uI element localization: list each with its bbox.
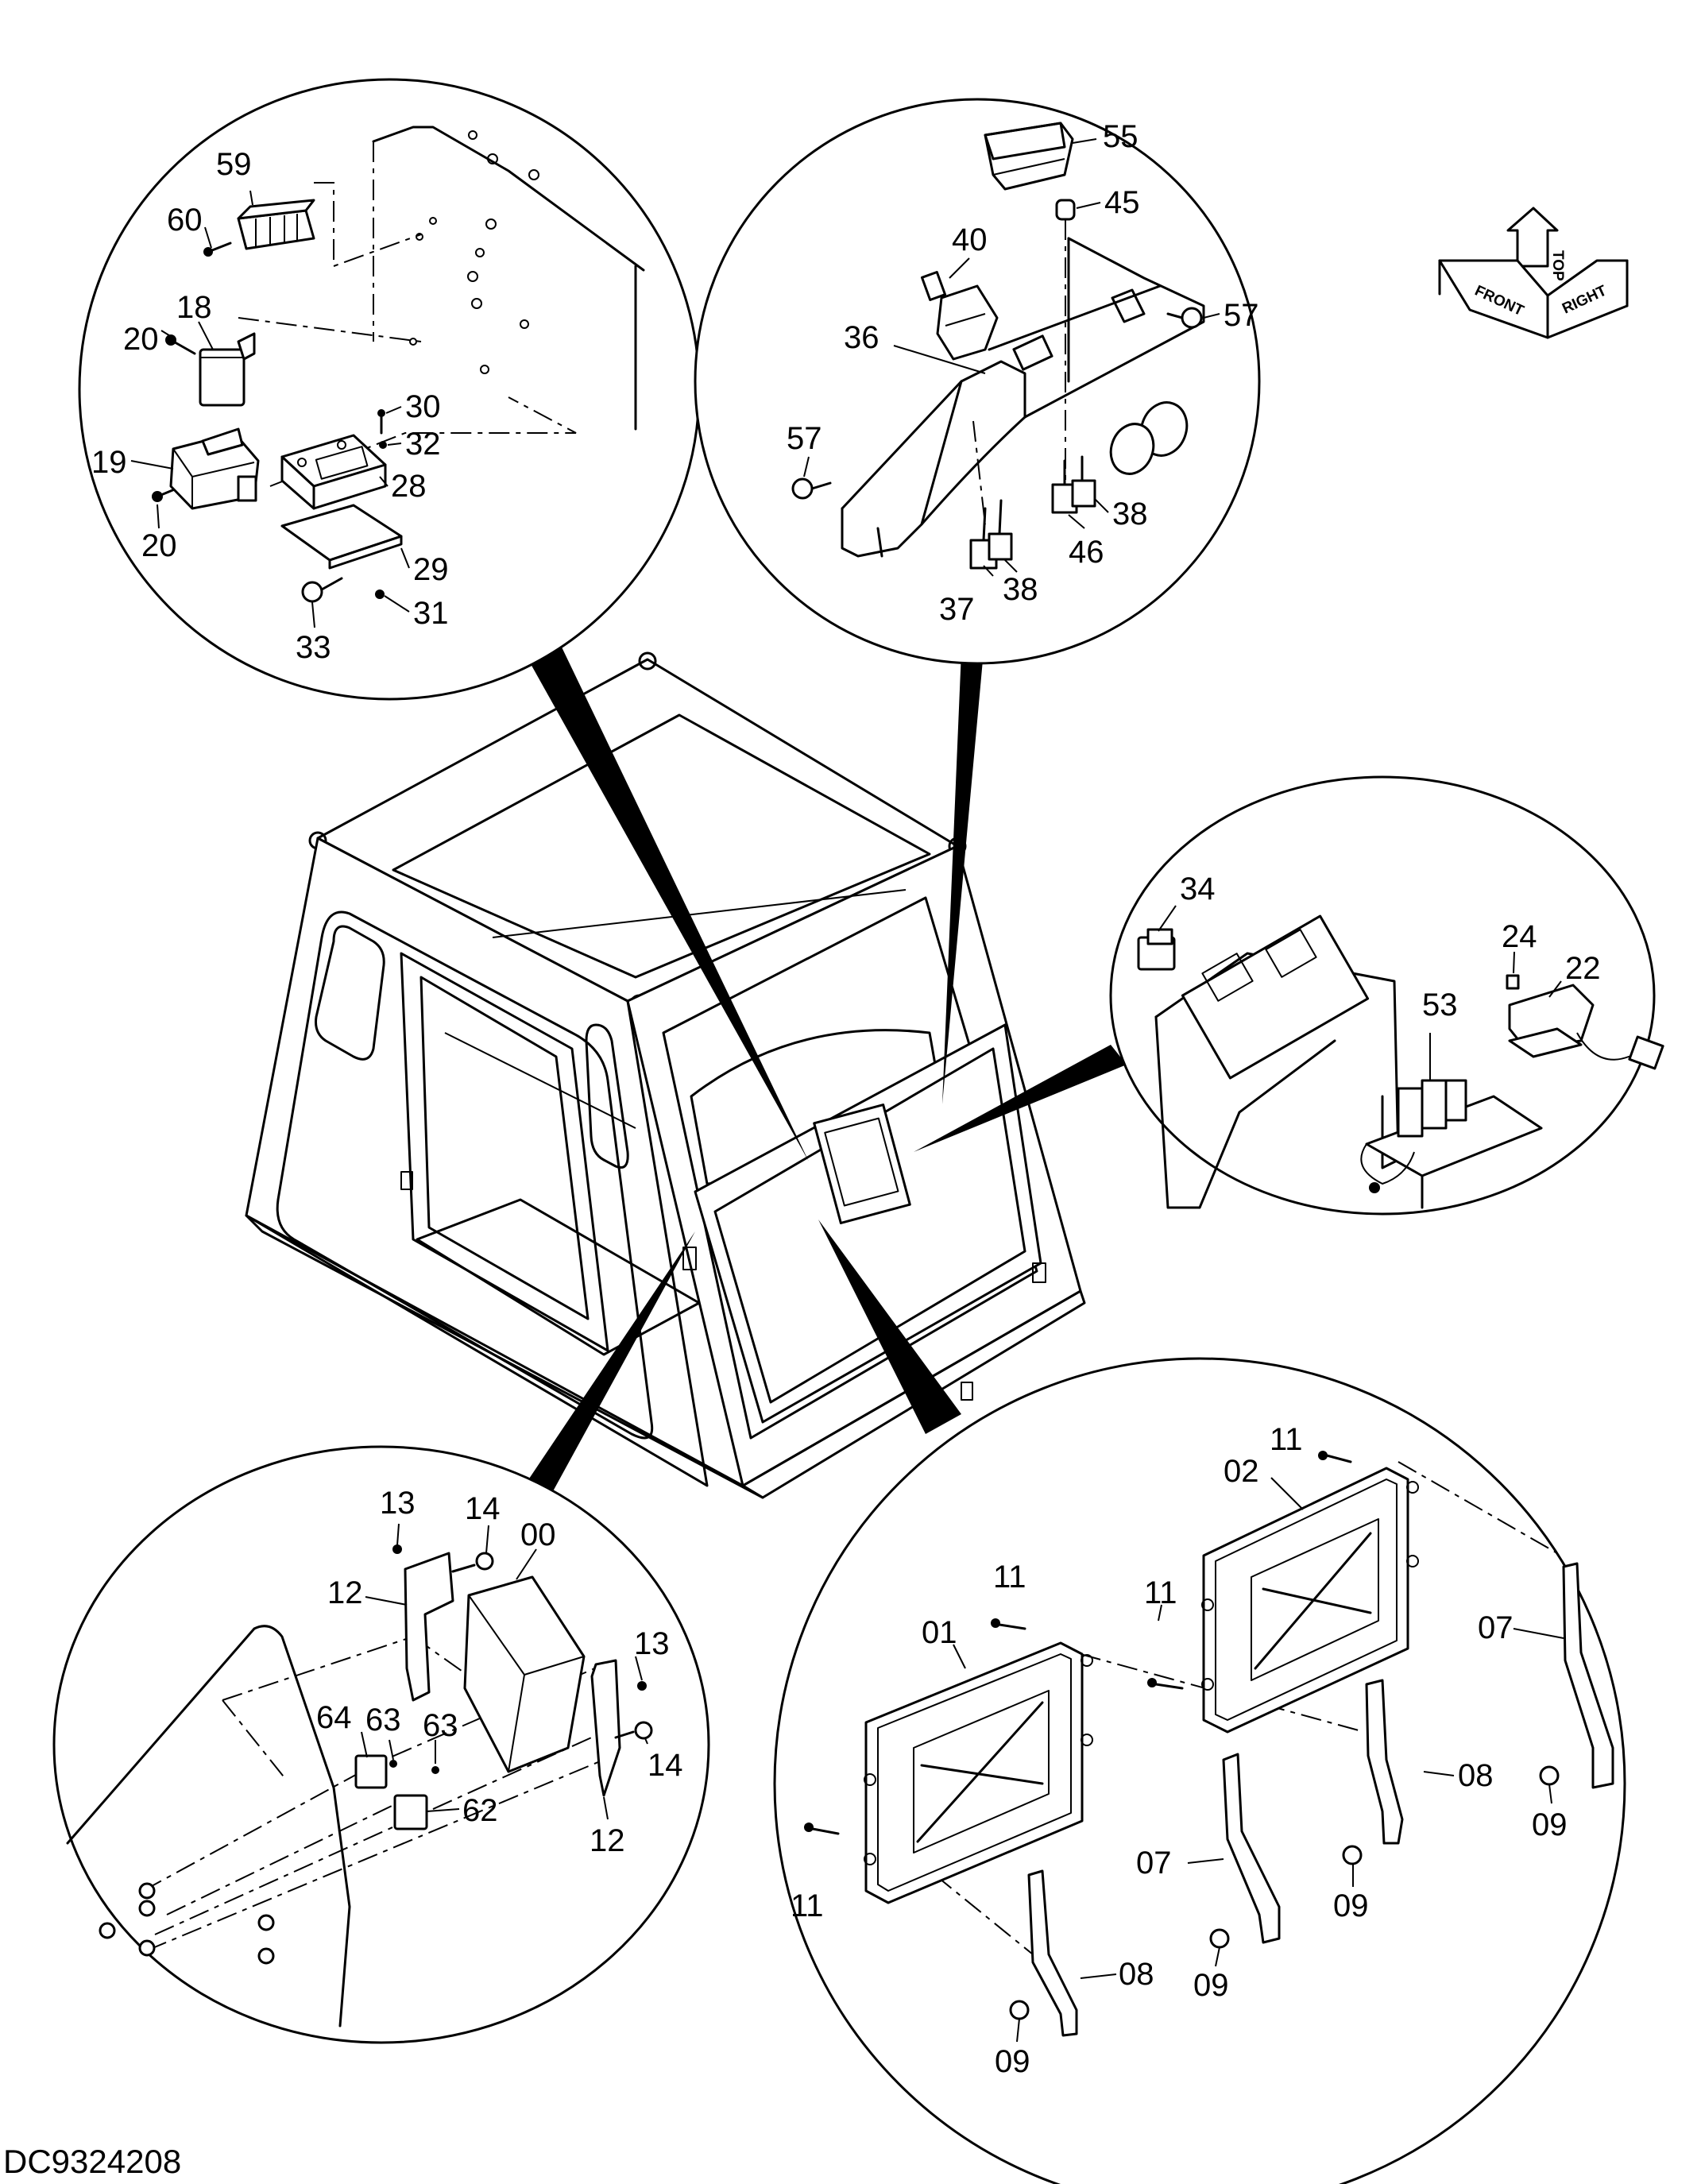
label-34: 34	[1180, 872, 1216, 906]
label-13a: 13	[380, 1486, 416, 1521]
label-63b: 63	[423, 1708, 458, 1743]
label-59: 59	[216, 147, 252, 182]
label-00: 00	[520, 1517, 556, 1552]
label-14b: 14	[648, 1748, 683, 1783]
label-20b: 20	[141, 528, 177, 563]
detail-circle-1	[78, 78, 701, 701]
fuse-box-28	[280, 434, 387, 510]
label-28: 28	[391, 469, 427, 504]
label-24: 24	[1502, 919, 1537, 954]
switch-cover-55	[984, 122, 1074, 191]
label-08a: 08	[1458, 1758, 1494, 1793]
label-11a: 11	[1270, 1422, 1303, 1457]
label-12b: 12	[590, 1823, 625, 1858]
label-53: 53	[1422, 988, 1458, 1022]
ecu-02	[1201, 1467, 1419, 1734]
label-29: 29	[413, 552, 449, 587]
detail-ellipse-4	[52, 1445, 710, 2044]
label-18: 18	[176, 290, 212, 325]
cab-body	[245, 651, 1086, 1499]
relay-19	[169, 427, 260, 510]
label-32: 32	[405, 427, 441, 462]
label-11c: 11	[993, 1560, 1026, 1595]
label-02: 02	[1224, 1454, 1259, 1489]
callout-pointers	[515, 636, 1127, 1500]
label-38a: 38	[1112, 497, 1148, 532]
label-45: 45	[1104, 185, 1140, 220]
label-46: 46	[1069, 535, 1104, 570]
label-11d: 11	[791, 1888, 824, 1923]
label-38b: 38	[1003, 572, 1038, 607]
detail-ellipse-3	[1109, 775, 1664, 1216]
direction-top: TOP	[1549, 250, 1566, 281]
label-37: 37	[939, 592, 975, 627]
label-01: 01	[922, 1615, 957, 1650]
label-40: 40	[952, 222, 988, 257]
label-09c: 09	[1193, 1968, 1229, 2003]
label-12a: 12	[327, 1575, 363, 1610]
label-30: 30	[405, 389, 441, 424]
label-22: 22	[1565, 951, 1601, 986]
label-11b: 11	[1144, 1575, 1177, 1610]
callout-labels: 59 60 18 20 30 32 28 19 20 29 31 33 55 4…	[91, 119, 1601, 2079]
label-62: 62	[462, 1793, 498, 1828]
label-09a: 09	[1532, 1807, 1568, 1842]
label-08b: 08	[1119, 1957, 1154, 1992]
label-64: 64	[316, 1700, 352, 1735]
label-13b: 13	[634, 1626, 670, 1661]
terminal-block-59	[237, 199, 315, 250]
relay-18	[199, 332, 256, 407]
label-57a: 57	[787, 421, 822, 456]
orientation-indicator: TOP FRONT RIGHT	[1438, 207, 1629, 339]
label-33: 33	[296, 630, 331, 665]
drawing-code: DC9324208	[3, 2143, 181, 2180]
label-09d: 09	[995, 2044, 1030, 2079]
key-switch-40	[920, 270, 999, 361]
label-19: 19	[91, 445, 127, 480]
label-63a: 63	[365, 1703, 401, 1738]
label-36: 36	[844, 320, 879, 355]
detail-circle-5	[773, 1357, 1626, 2184]
detail-circle-2	[694, 98, 1261, 665]
label-60: 60	[167, 203, 203, 238]
label-55: 55	[1103, 119, 1139, 154]
label-14a: 14	[465, 1491, 501, 1526]
label-57b: 57	[1224, 298, 1259, 333]
label-07b: 07	[1136, 1846, 1172, 1881]
ecu-01	[864, 1641, 1093, 1904]
label-07a: 07	[1478, 1610, 1514, 1645]
label-20a: 20	[123, 322, 159, 357]
label-09b: 09	[1333, 1888, 1369, 1923]
label-31: 31	[413, 596, 449, 631]
